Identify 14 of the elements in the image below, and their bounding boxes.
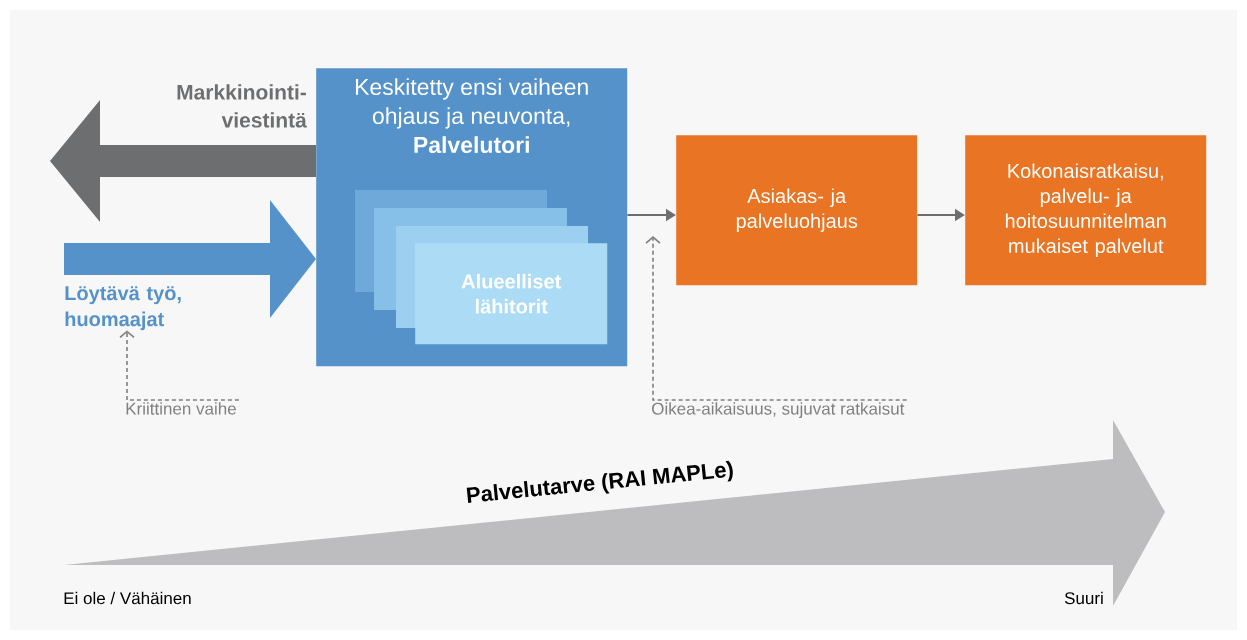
arrow [645, 236, 908, 401]
note-text: Oikea-aikaisuus, sujuvat ratkaisut [652, 402, 905, 419]
scale-title: Palvelutarve (RAI MAPLe) [466, 460, 733, 503]
note-text: Kriittinen vaihe [126, 402, 236, 415]
process-box: Kokonaisratkaisu, palvelu- ja hoitosuunnitelman mukaiset palvelut [965, 135, 1207, 286]
arrow [64, 200, 316, 318]
process-box: Asiakas- ja palveluohjaus [676, 135, 918, 286]
edge-label: Markkinointi- viestintä [177, 84, 307, 128]
scale-max-label: Suuri [1064, 591, 1103, 605]
scale-min-label: Ei ole / Vähäinen [64, 591, 191, 605]
arrow [50, 100, 316, 222]
region-box: Alueelliset lähitorit [415, 243, 608, 345]
arrow [119, 330, 240, 401]
arrow-caption: Löytävä työ, huomaajat [65, 286, 181, 331]
